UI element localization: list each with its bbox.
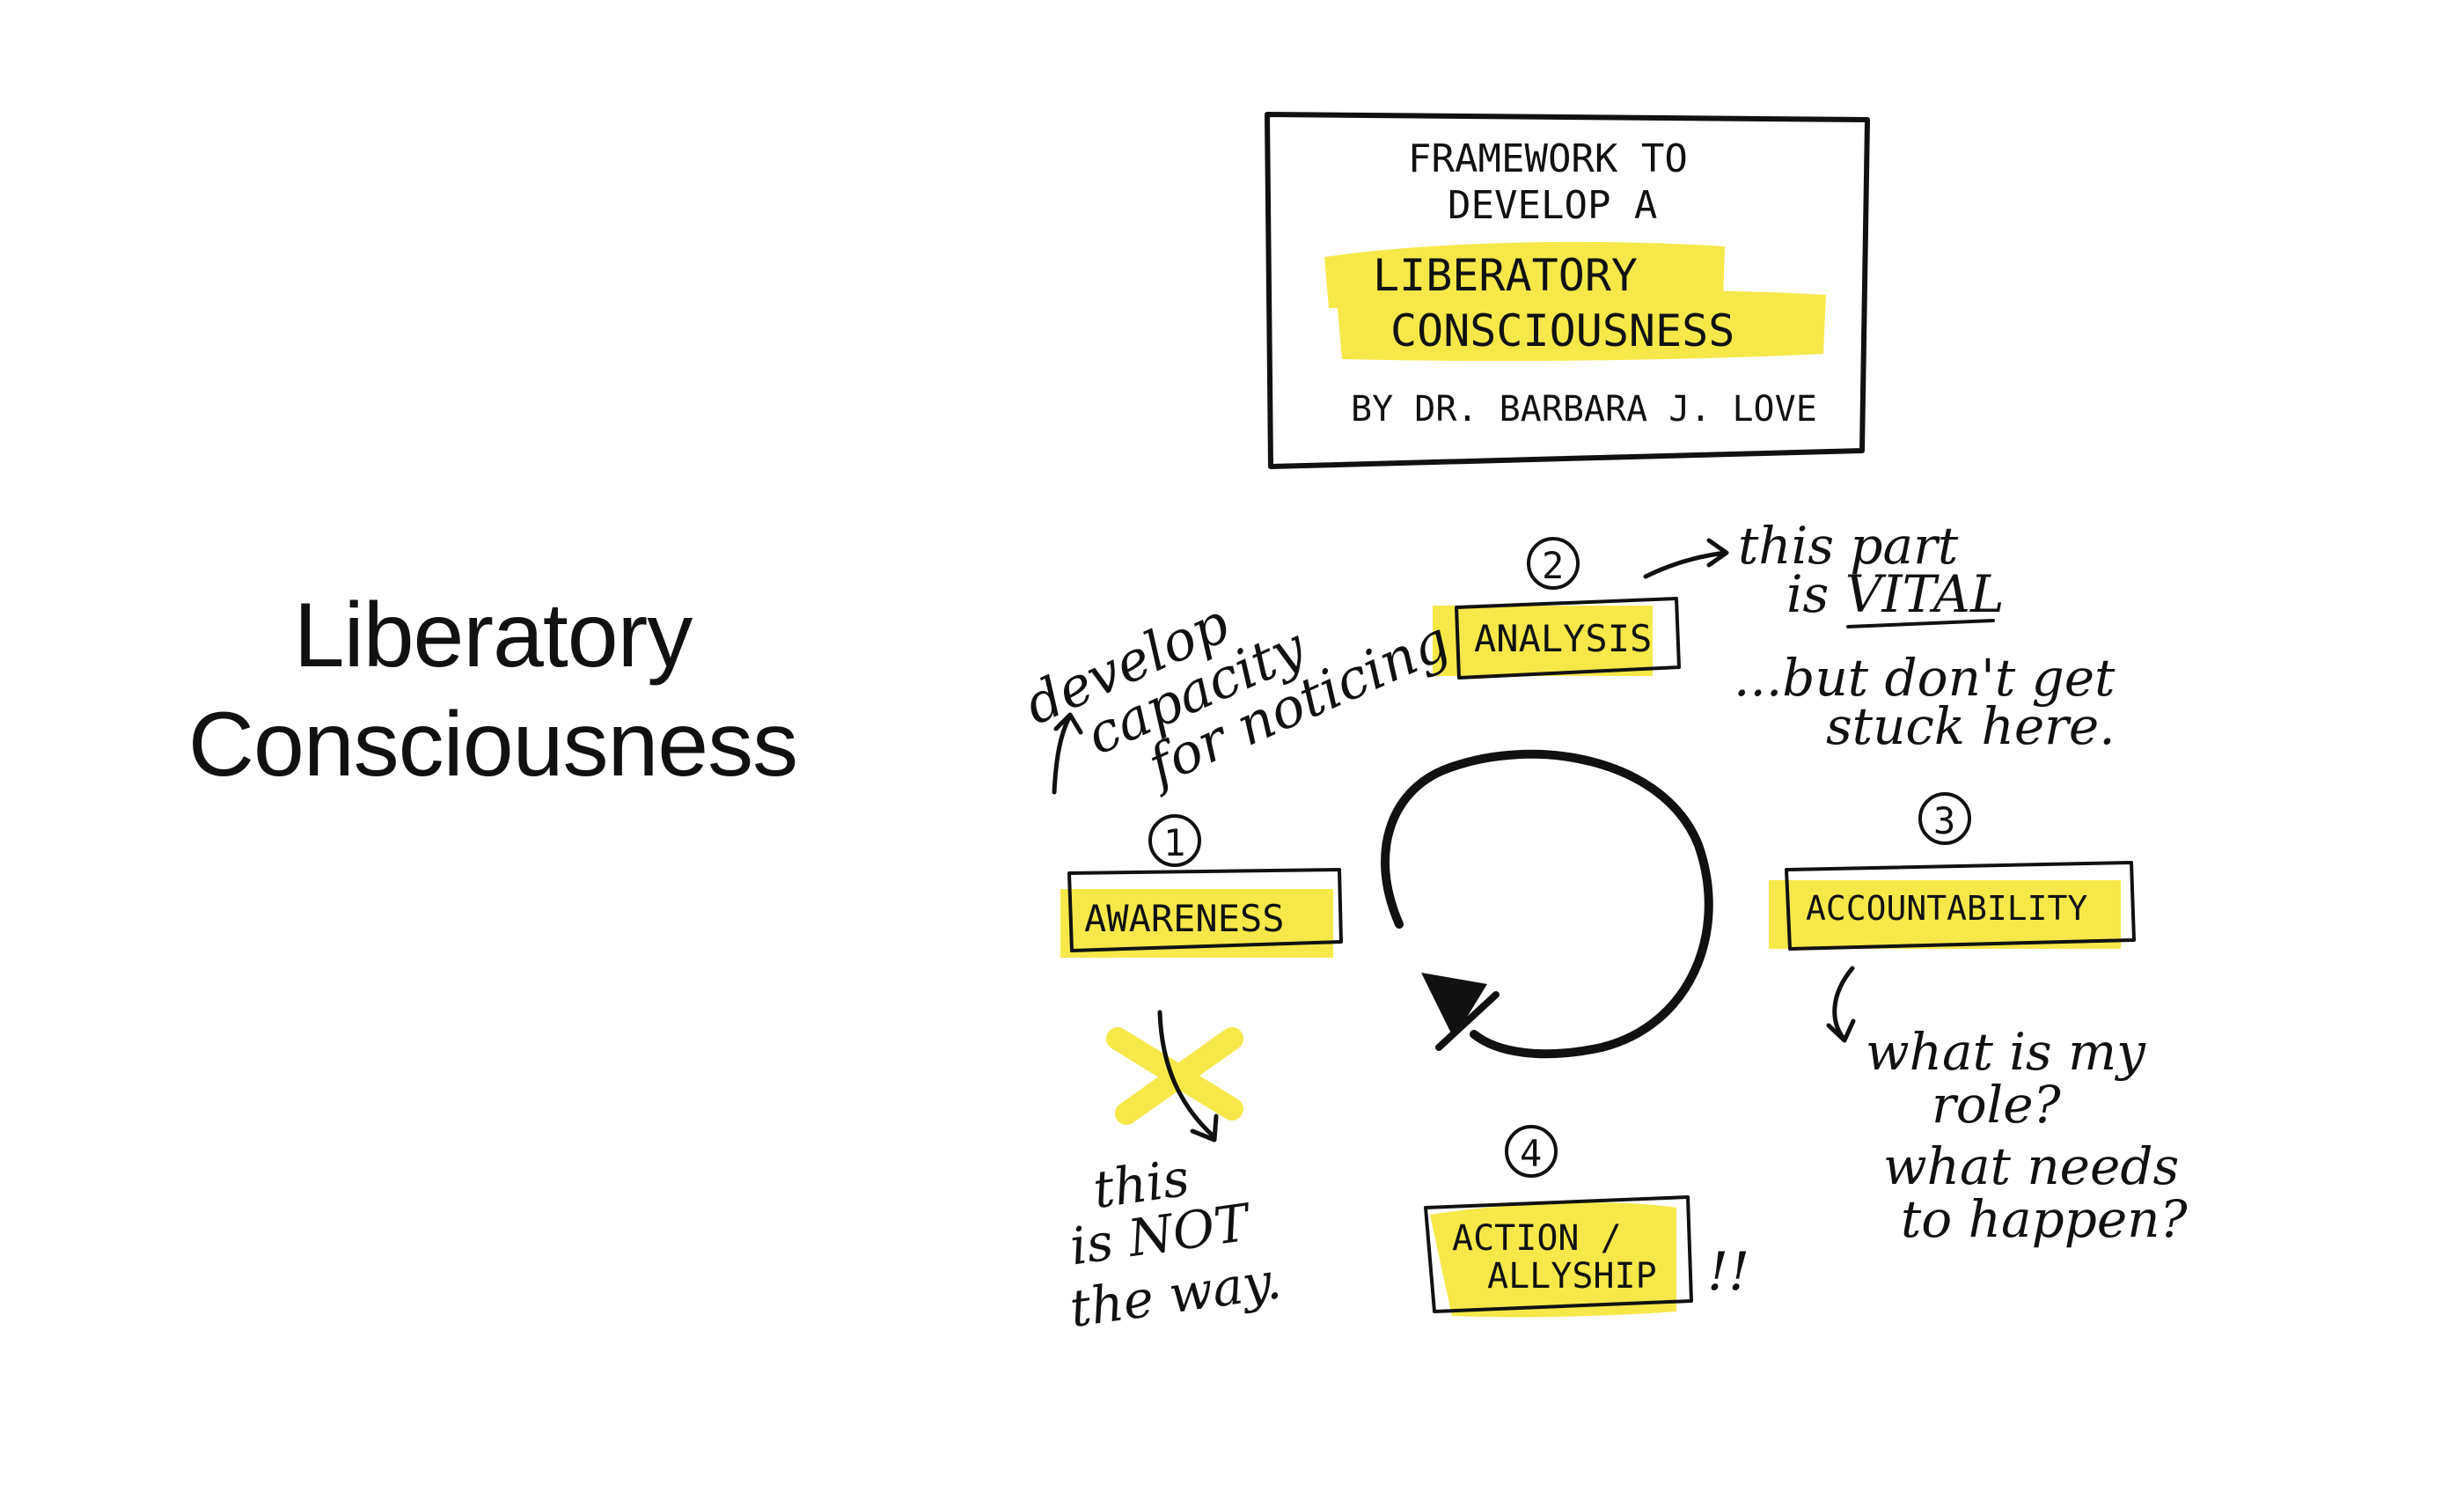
slide-title: Liberatory Consciousness — [158, 581, 827, 799]
stage-1-number: 1 — [1163, 821, 1185, 864]
note-analysis-b-line-2: stuck here. — [1826, 696, 2116, 756]
note-wrong-line-1: this — [1089, 1148, 1192, 1221]
note-accountability-line-4: to happen? — [1901, 1189, 2189, 1249]
stage-analysis: 2 ANALYSIS — [1433, 537, 1681, 680]
note-analysis-a-line-2: is VITAL — [1786, 564, 2004, 624]
stage-4-label-line-2: ALLYSHIP — [1487, 1256, 1657, 1297]
framework-author: BY DR. BARBARA J. LOVE — [1351, 389, 1817, 430]
stage-3-number: 3 — [1933, 799, 1955, 842]
stage-1-label: AWARENESS — [1084, 897, 1285, 940]
stage-4-label-line-1: ACTION / — [1452, 1218, 1622, 1259]
framework-highlight-1: LIBERATORY — [1373, 250, 1638, 301]
note-not-the-way: this is NOT the way. — [1067, 1010, 1285, 1339]
note-accountability-line-2: role? — [1932, 1075, 2062, 1135]
note-what-is-my-role: what is my role? what needs to happen? — [1826, 966, 2189, 1249]
cycle-arrow — [1381, 749, 1713, 1059]
cycle-arrowhead-icon — [1421, 973, 1487, 1039]
note-accountability-line-3: what needs — [1883, 1136, 2179, 1196]
title-line-1: Liberatory — [293, 584, 693, 687]
title-line-2: Consciousness — [187, 694, 798, 796]
note-this-part-vital: this part is VITAL ...but don't get stuc… — [1643, 516, 2116, 756]
framework-line-2: DEVELOP A — [1448, 183, 1657, 228]
framework-highlight-2: CONSCIOUSNESS — [1390, 305, 1734, 356]
stage-2-label: ANALYSIS — [1474, 617, 1652, 660]
framework-box: FRAMEWORK TO DEVELOP A LIBERATORY CONSCI… — [1265, 112, 1870, 469]
stage-2-number: 2 — [1542, 544, 1564, 587]
stage-accountability: 3 ACCOUNTABILITY — [1769, 792, 2136, 951]
stage-action-allyship: 4 ACTION / ALLYSHIP !! — [1424, 1125, 1749, 1318]
note-analysis-b-line-1: ...but don't get — [1734, 648, 2116, 708]
stage-4-exclaim: !! — [1707, 1241, 1749, 1303]
stage-4-number: 4 — [1520, 1132, 1542, 1175]
framework-line-1: FRAMEWORK TO — [1408, 136, 1688, 181]
note-accountability-line-1: what is my — [1866, 1022, 2146, 1082]
stage-3-label: ACCOUNTABILITY — [1806, 889, 2087, 928]
highlight-consciousness — [1338, 290, 1826, 361]
stage-awareness: 1 AWARENESS — [1060, 814, 1343, 958]
note-develop-capacity: develop capacity for noticing — [1016, 591, 1459, 799]
note-analysis-a-line-1: this part — [1738, 516, 1959, 576]
